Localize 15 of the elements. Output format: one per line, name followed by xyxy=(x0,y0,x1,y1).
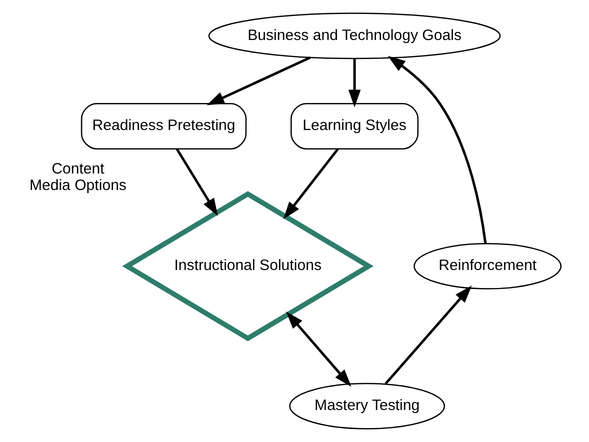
node-box: Readiness Pretesting xyxy=(80,103,246,150)
arrow xyxy=(282,148,338,220)
arrow xyxy=(286,311,351,387)
arrow xyxy=(175,148,218,216)
node-ellipse: Business and Technology Goals xyxy=(208,12,500,60)
node-label: Media Options xyxy=(28,176,126,194)
node-ellipse: Reinforcement xyxy=(413,242,562,290)
node-box: Learning Styles xyxy=(290,103,418,150)
node-ellipse: Mastery Testing xyxy=(288,382,445,430)
arrow xyxy=(387,56,486,244)
node-label: Content xyxy=(51,160,104,178)
arrow xyxy=(206,56,310,106)
node-diamond: Instructional Solutions xyxy=(122,191,374,342)
arrow xyxy=(384,285,472,385)
arrow xyxy=(348,58,360,108)
